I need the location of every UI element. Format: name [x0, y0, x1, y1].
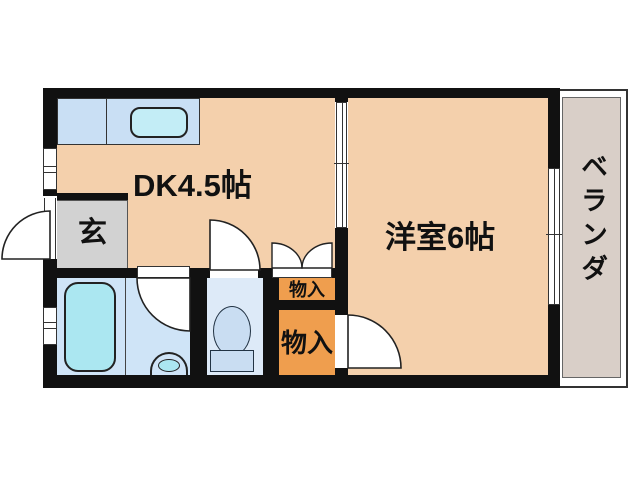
- closet-lower-floor: [279, 310, 335, 375]
- wall-toilet-closet: [263, 278, 279, 375]
- veranda-window: [546, 168, 562, 305]
- wall-left-2: [43, 190, 57, 196]
- washroom-door-arc: [136, 277, 191, 332]
- washbasin-bowl: [158, 359, 180, 372]
- wall-genkan-top: [57, 193, 128, 200]
- closet-door-arc-right: [301, 242, 333, 269]
- veranda-floor: [562, 97, 621, 378]
- washroom-window: [43, 307, 57, 345]
- western-door-opening: [335, 315, 348, 368]
- western-door-arc: [347, 314, 402, 369]
- sliding-door: [334, 102, 349, 228]
- wall-left-1: [43, 88, 57, 148]
- closet-door-arc-left: [271, 242, 303, 269]
- washroom-divider: [125, 278, 126, 375]
- wall-closet-west-1: [335, 278, 348, 315]
- wall-mid-3: [258, 268, 272, 278]
- wall-bottom: [43, 375, 560, 388]
- wall-right-1: [548, 88, 560, 168]
- entrance-label: 玄: [78, 217, 108, 249]
- entrance-floor: [57, 200, 128, 268]
- wall-dk-west-mid: [335, 228, 348, 268]
- dk-label: DK4.5帖: [133, 168, 252, 203]
- toilet-door-arc: [209, 219, 261, 271]
- counter-divider: [106, 98, 107, 145]
- wall-closet-divider: [279, 300, 335, 310]
- closet-upper-label: 物入: [289, 280, 325, 300]
- kitchen-window: [43, 148, 57, 190]
- wall-mid-2: [190, 268, 210, 278]
- wall-dk-west-top: [335, 88, 348, 102]
- closet-upper-floor: [279, 278, 335, 300]
- toilet-tank: [210, 350, 254, 372]
- wall-left-4: [43, 345, 57, 388]
- wall-closet-west-2: [335, 368, 348, 375]
- western-room-label: 洋室6帖: [385, 220, 496, 255]
- wall-top: [43, 88, 560, 98]
- wall-wash-toilet: [190, 278, 207, 375]
- wall-mid-4: [332, 268, 348, 278]
- wall-mid-1: [43, 268, 137, 278]
- entrance-door-arc: [1, 210, 51, 260]
- closet-lower-label: 物入: [280, 328, 333, 358]
- veranda-label: ベランダ: [577, 152, 607, 288]
- bathtub: [64, 282, 116, 372]
- wall-right-2: [548, 305, 560, 388]
- kitchen-sink: [130, 107, 188, 138]
